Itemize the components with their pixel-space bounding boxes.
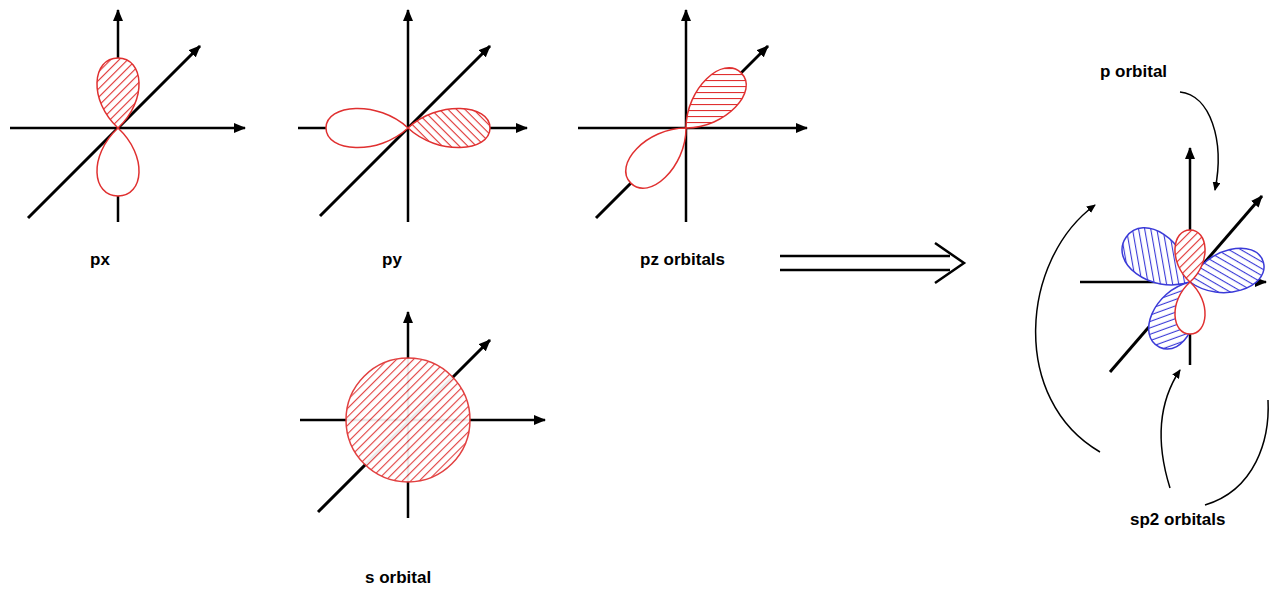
- orbital-label: s orbital: [365, 568, 431, 588]
- leader-arrows: [1036, 92, 1269, 505]
- s-orbital: [300, 312, 545, 518]
- orbital-label: py: [382, 250, 402, 270]
- callout-label: p orbital: [1100, 62, 1167, 82]
- py-orbital: [298, 10, 527, 222]
- px-orbital: [10, 10, 245, 222]
- orbital-label: px: [90, 250, 110, 270]
- sp2-hybrid: [1080, 148, 1269, 372]
- orbital-label: pz orbitals: [640, 250, 725, 270]
- callout-label: sp2 orbitals: [1130, 510, 1225, 530]
- pz-orbital: [578, 10, 807, 222]
- implies-arrow: [780, 243, 964, 283]
